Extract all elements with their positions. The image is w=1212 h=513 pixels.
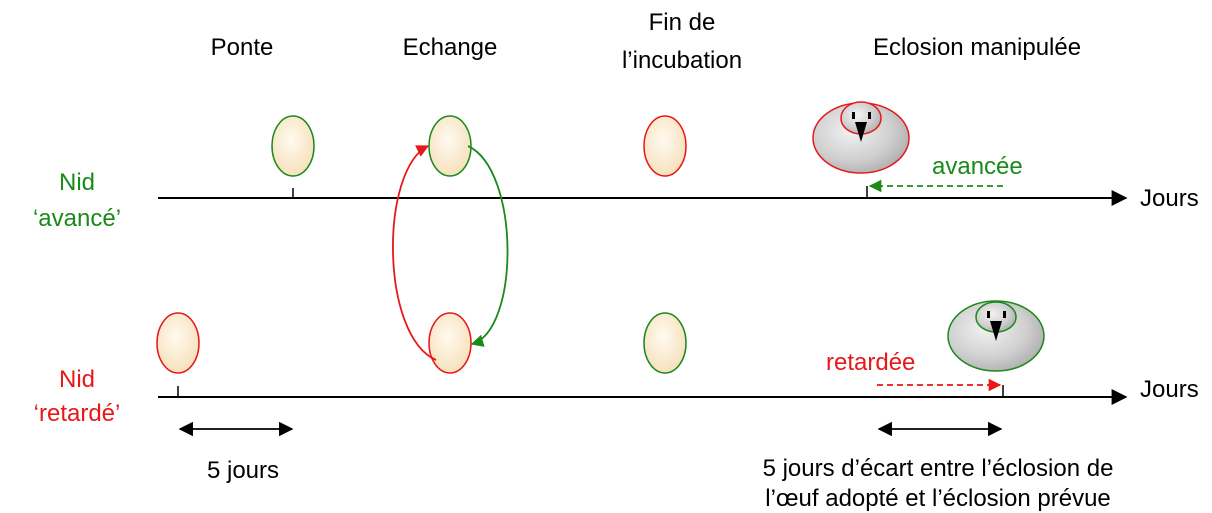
shift-delayed-label: retardée: [826, 349, 915, 376]
chick-advanced-icon: [812, 101, 910, 174]
stage-echange-label: Echange: [403, 34, 498, 61]
gap-label-line2: l’œuf adopté et l’éclosion prévue: [765, 485, 1111, 512]
chick-delayed-icon: [947, 300, 1045, 372]
exchange-arrow-red: [392, 145, 437, 361]
nest-advanced-label-line1: Nid: [59, 169, 95, 196]
delayed-axis-label: Jours: [1140, 376, 1199, 403]
nest-delayed-label-line2: ‘retardé’: [34, 400, 121, 427]
stage-fin-line2: l’incubation: [622, 47, 742, 74]
stage-fin-line1: Fin de: [649, 9, 716, 36]
nest-delayed-label-line1: Nid: [59, 366, 95, 393]
five-days-label: 5 jours: [207, 457, 279, 484]
egg-advanced-ponte: [271, 115, 315, 177]
egg-advanced-fin: [643, 115, 687, 177]
stage-ponte-label: Ponte: [211, 34, 274, 61]
egg-delayed-fin: [643, 312, 687, 374]
shift-advanced-label: avancée: [932, 153, 1023, 180]
egg-advanced-echange: [428, 115, 472, 177]
exchange-arrow-green: [467, 145, 509, 347]
gap-label-line1: 5 jours d’écart entre l’éclosion de: [763, 455, 1114, 482]
egg-delayed-ponte: [156, 312, 200, 374]
stage-eclosion-label: Eclosion manipulée: [873, 34, 1081, 61]
egg-delayed-echange: [428, 312, 472, 374]
advanced-axis-label: Jours: [1140, 185, 1199, 212]
nest-advanced-label-line2: ‘avancé’: [33, 205, 121, 232]
